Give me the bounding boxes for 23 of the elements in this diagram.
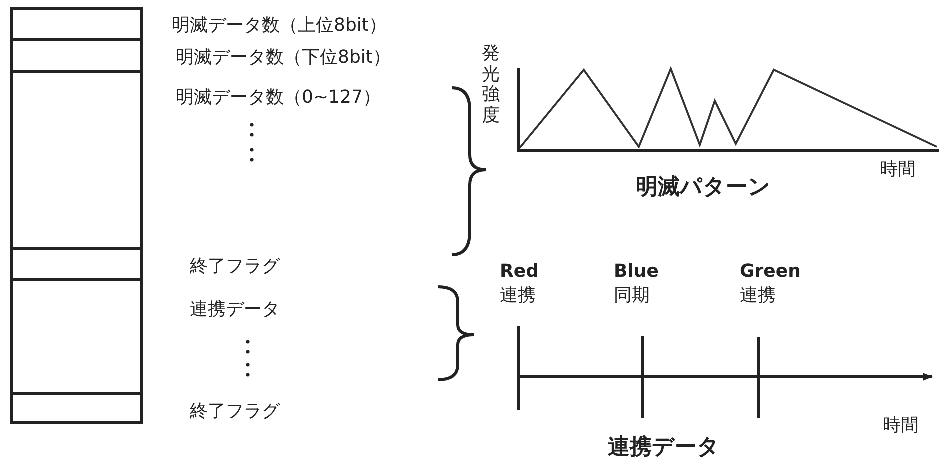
chart-title: 連携データ: [608, 436, 720, 460]
memory-segment: [10, 38, 143, 73]
field-label: 明滅データ数（下位8bit）: [176, 48, 391, 68]
chart-title: 明滅パターン: [636, 176, 771, 200]
event-label: 連携: [500, 286, 536, 306]
field-label: 終了フラグ: [190, 257, 280, 277]
field-label: 連携データ: [190, 300, 280, 320]
memory-segment: [10, 70, 143, 250]
event-label: 同期: [614, 286, 650, 306]
axis-title: 発光強度: [482, 44, 501, 127]
channel-label: Red: [500, 262, 539, 282]
memory-segment: [10, 392, 143, 424]
channel-label: Green: [740, 262, 801, 282]
event-label: 連携: [740, 286, 776, 306]
field-label: 明滅データ数（上位8bit）: [172, 16, 387, 36]
memory-segment: [10, 7, 143, 41]
channel-label: Blue: [614, 262, 659, 282]
memory-segment: [10, 247, 143, 281]
field-label: 終了フラグ: [190, 402, 280, 422]
axis-title: 時間: [880, 160, 916, 180]
axis-title: 時間: [883, 416, 919, 436]
memory-segment: [10, 278, 143, 395]
field-label: 明滅データ数（0~127）: [176, 88, 381, 108]
